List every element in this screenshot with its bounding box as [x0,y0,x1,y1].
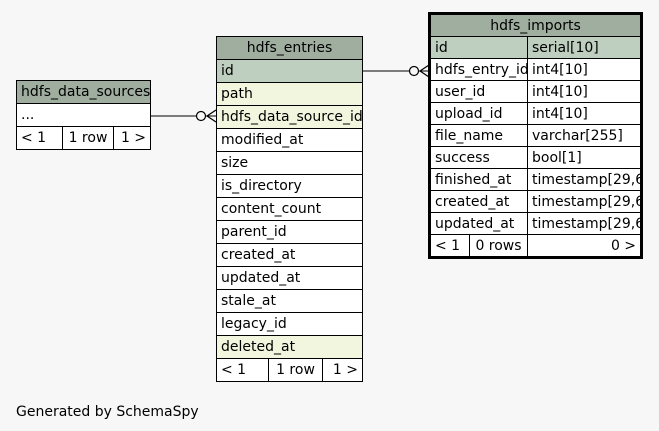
column-name: updated_at [215,266,364,290]
column-row[interactable]: created_at [215,243,364,267]
column-name: hdfs_entry_id [429,58,528,81]
column-name: size [215,151,364,175]
column-row[interactable]: deleted_at [215,335,364,359]
column-name: legacy_id [215,312,364,336]
column-type: serial[10] [526,36,643,59]
column-type: timestamp[29,6] [526,168,643,191]
column-name: hdfs_data_source_id [215,105,364,129]
row-count: 1 row [62,126,114,150]
column-name: updated_at [429,212,528,235]
column-name: deleted_at [215,335,364,359]
column-type: varchar[255] [526,124,643,147]
parents-count: < 1 [429,234,470,258]
column-name: parent_id [215,220,364,244]
column-type: int4[10] [526,102,643,125]
column-name: upload_id [429,102,528,125]
column-name: is_directory [215,174,364,198]
column-row[interactable]: updated_at [215,266,364,290]
parents-count: < 1 [216,358,269,382]
column-name: path [215,82,364,106]
column-row[interactable]: hdfs_data_source_id [215,105,364,129]
children-count: 0 > [526,234,643,258]
generated-by-label: Generated by SchemaSpy [16,404,199,420]
column-row[interactable]: content_count [215,197,364,221]
row-count: 0 rows [469,234,528,258]
column-row[interactable]: size [215,151,364,175]
column-row[interactable]: path [215,82,364,106]
column-row[interactable]: is_directory [215,174,364,198]
column-name: user_id [429,80,528,103]
column-row[interactable]: id [215,59,364,83]
parents-count: < 1 [16,126,63,150]
column-name: finished_at [429,168,528,191]
table-hdfs-data-sources[interactable]: hdfs_data_sources ... < 1 1 row 1 > [15,80,152,150]
column-type: timestamp[29,6] [526,190,643,213]
column-row[interactable]: parent_id [215,220,364,244]
table-title: hdfs_entries [215,36,364,60]
column-name: created_at [429,190,528,213]
column-row[interactable]: legacy_id [215,312,364,336]
column-name: stale_at [215,289,364,313]
table-title: hdfs_data_sources [15,80,152,104]
children-count: 1 > [112,126,152,150]
column-type: int4[10] [526,58,643,81]
column-row[interactable]: modified_at [215,128,364,152]
column-row[interactable]: stale_at [215,289,364,313]
column-name: success [429,146,528,169]
column-name: id [215,59,364,83]
column-type: bool[1] [526,146,643,169]
children-count: 1 > [321,358,364,382]
table-title: hdfs_imports [428,13,643,37]
column-type: timestamp[29,6] [526,212,643,235]
column-name: modified_at [215,128,364,152]
column-type: int4[10] [526,80,643,103]
row-count: 1 row [268,358,323,382]
column-name: content_count [215,197,364,221]
column-name: file_name [429,124,528,147]
column-name: id [429,36,528,59]
table-body-ellipsis: ... [15,103,152,127]
column-name: created_at [215,243,364,267]
